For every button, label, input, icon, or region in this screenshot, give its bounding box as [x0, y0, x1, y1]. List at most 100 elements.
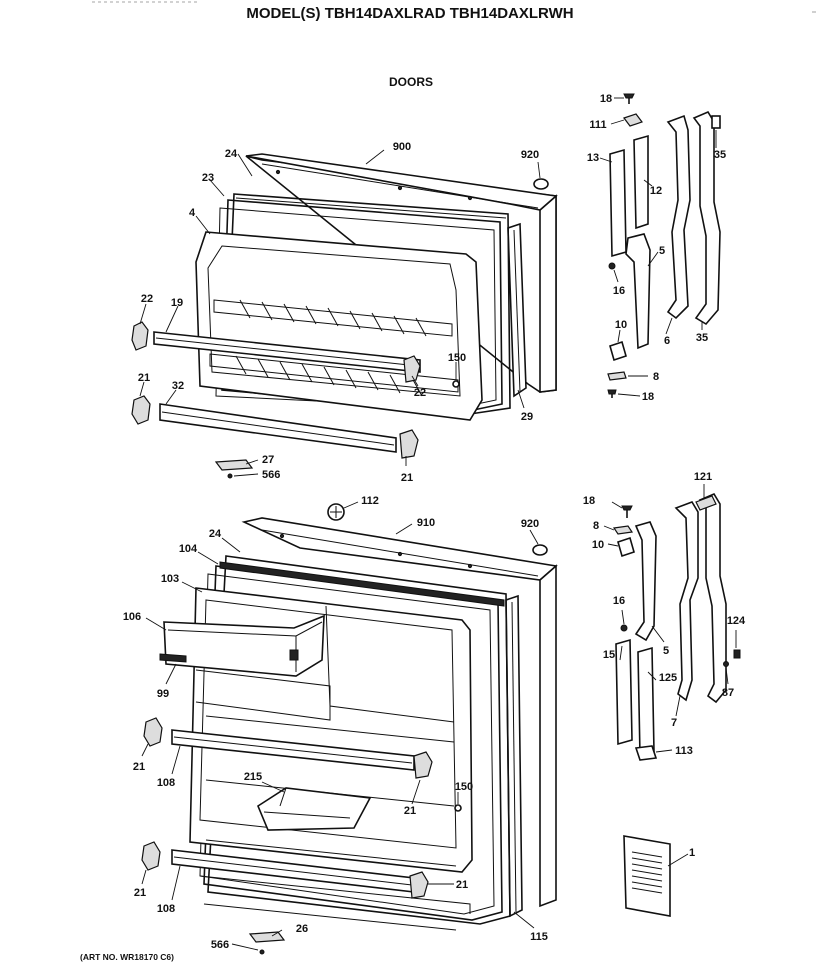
freezer-hinge-hardware	[607, 93, 721, 398]
strip-13	[609, 148, 627, 258]
plug-112	[327, 503, 345, 521]
leader-lines	[139, 97, 737, 951]
callout-106: 106	[123, 611, 141, 623]
screw-87	[723, 661, 729, 667]
callout-5-upper: 5	[659, 245, 665, 257]
screw-124	[733, 649, 741, 659]
callout-87: 87	[722, 687, 734, 699]
callout-8-lower: 8	[593, 520, 599, 532]
strip-15	[615, 638, 633, 746]
callout-920-lower: 920	[521, 518, 539, 530]
callout-21-upper-left: 21	[138, 372, 150, 384]
cap-113	[634, 745, 658, 761]
callout-16-upper: 16	[613, 285, 625, 297]
screw-18-lower	[621, 505, 633, 518]
callout-21-low-left: 21	[134, 887, 146, 899]
callout-labels: 900 920 24 23 4 22 19 150 22 21 32 29 21…	[123, 93, 746, 951]
callout-113: 113	[675, 745, 693, 757]
screw-18-top	[623, 93, 635, 104]
art-number: (ART NO. WR18170 C6)	[80, 952, 174, 962]
callout-21-low-right: 21	[456, 879, 468, 891]
callout-124: 124	[727, 615, 746, 627]
bracket-121-top	[695, 495, 717, 511]
callout-910: 910	[417, 517, 435, 529]
fresh-food-shelf-caps	[141, 717, 433, 899]
callout-22-left: 22	[141, 293, 153, 305]
callout-22-right: 22	[414, 387, 426, 399]
callout-215: 215	[244, 771, 262, 783]
callout-920-upper: 920	[521, 149, 539, 161]
block-10-upper	[609, 340, 627, 362]
block-10-lower	[617, 536, 635, 558]
callout-21-mid-right: 21	[404, 805, 416, 817]
hinge-5-upper	[625, 233, 651, 350]
callout-6: 6	[664, 335, 670, 347]
callout-108-lower: 108	[157, 903, 175, 915]
fresh-food-screw-150	[454, 804, 462, 812]
fresh-food-plug-920	[532, 544, 548, 556]
callout-900: 900	[393, 141, 411, 153]
callout-8-upper: 8	[653, 371, 659, 383]
callout-1: 1	[689, 847, 695, 859]
callout-26: 26	[296, 923, 308, 935]
fresh-food-hinge-hardware	[612, 492, 741, 761]
strip-125	[637, 646, 655, 758]
callout-5-lower: 5	[663, 645, 669, 657]
screw-16-lower	[620, 624, 628, 632]
freezer-gasket-29	[507, 222, 527, 398]
washer-8-upper	[607, 371, 627, 381]
washer-8-lower	[612, 525, 634, 535]
callout-115: 115	[530, 931, 548, 943]
bracket-111	[623, 113, 643, 127]
freezer-shelf-bar-32	[159, 403, 397, 453]
strip-12	[633, 134, 649, 230]
screw-16-upper	[608, 262, 616, 270]
fresh-food-door-assembly	[141, 503, 558, 955]
callout-10-lower: 10	[592, 539, 604, 551]
callout-150-lower: 150	[455, 781, 473, 793]
callout-18-lower: 18	[583, 495, 595, 507]
callout-32: 32	[172, 380, 184, 392]
callout-125: 125	[659, 672, 677, 684]
callout-21-mid-left: 21	[133, 761, 145, 773]
freezer-plug-920	[533, 178, 549, 190]
section-title: DOORS	[389, 75, 433, 89]
dairy-door-106	[163, 614, 325, 677]
fresh-food-gasket-frames	[199, 555, 511, 925]
hinge-arm-121	[698, 492, 727, 704]
callout-29: 29	[521, 411, 533, 423]
callout-99: 99	[157, 688, 169, 700]
door-shelf-bar-108-upper	[171, 729, 415, 771]
freezer-shelf-ribs-upper	[239, 299, 427, 337]
fresh-food-hinge-plate-26	[248, 931, 286, 955]
owner-manual-1	[623, 835, 671, 917]
callout-108-upper: 108	[157, 777, 175, 789]
callout-15: 15	[603, 649, 615, 661]
callout-112: 112	[361, 495, 379, 507]
freezer-shelf-bar-19	[153, 331, 421, 373]
hinge-arm-7	[674, 501, 699, 702]
callout-35-lower: 35	[696, 332, 708, 344]
clip-35	[711, 115, 721, 129]
callout-23: 23	[202, 172, 214, 184]
callout-13: 13	[587, 152, 599, 164]
callout-566-lower: 566	[211, 939, 229, 951]
callout-35-upper: 35	[714, 149, 726, 161]
callout-566-upper: 566	[262, 469, 280, 481]
callout-4: 4	[189, 207, 196, 219]
hinge-arm-6	[666, 114, 691, 320]
screw-18-bottom	[607, 389, 617, 398]
callout-24-upper: 24	[225, 148, 238, 160]
freezer-shelf-caps	[131, 321, 421, 459]
freezer-door-assembly	[131, 153, 558, 479]
callout-111: 111	[589, 119, 606, 131]
callout-12: 12	[650, 185, 662, 197]
callout-150-upper: 150	[448, 352, 466, 364]
dairy-hinge-99	[159, 653, 187, 663]
callout-16-lower: 16	[613, 595, 625, 607]
callout-21-upper-right: 21	[401, 472, 413, 484]
callout-18-top: 18	[600, 93, 612, 105]
callout-7: 7	[671, 717, 677, 729]
